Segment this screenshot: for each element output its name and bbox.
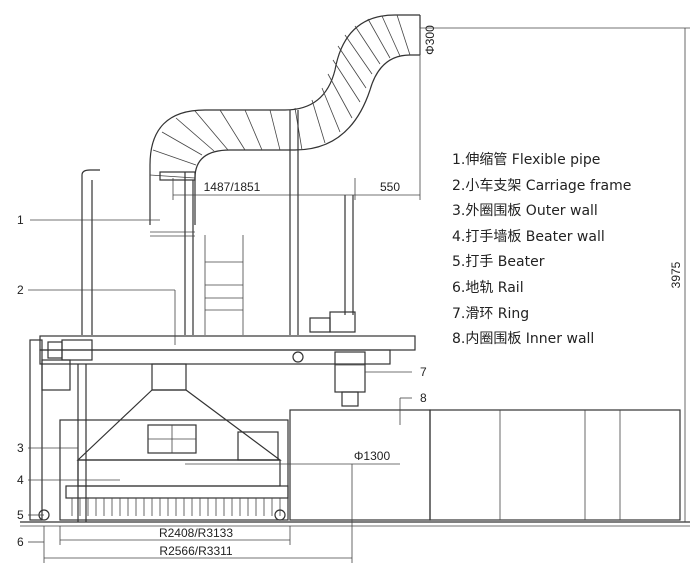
legend-item-flexible-pipe: 1.伸缩管 Flexible pipe <box>452 152 601 168</box>
slip-ring <box>334 351 366 407</box>
callout-7: 7 <box>420 365 427 379</box>
dim-offset: 550 <box>380 180 400 194</box>
walls <box>59 409 681 521</box>
legend-item-ring: 7.滑环 Ring <box>452 305 530 322</box>
dim-overall-height: 3975 <box>669 261 683 288</box>
callout-2: 2 <box>17 283 24 297</box>
dim-pipe-diameter: Φ300 <box>423 25 437 55</box>
dim-inner-radius: R2408/R3133 <box>159 526 233 540</box>
callout-3: 3 <box>17 441 24 455</box>
parts-legend: 1.伸缩管 Flexible pipe 2.小车支架 Carriage fram… <box>452 148 697 353</box>
dim-ring-diameter: Φ1300 <box>354 449 391 463</box>
callout-6: 6 <box>17 535 24 549</box>
callout-leaders <box>28 219 412 543</box>
callout-5: 5 <box>17 508 24 522</box>
legend-item-outer-wall: 3.外圈围板 Outer wall <box>452 203 598 220</box>
callout-8: 8 <box>420 391 427 405</box>
legend-item-beater-wall: 4.打手墙板 Beater wall <box>452 228 605 245</box>
dim-outer-radius: R2566/R3311 <box>159 544 232 558</box>
beater-assembly <box>38 363 289 521</box>
legend-item-rail: 6.地轨 Rail <box>452 279 524 296</box>
carriage-frame <box>29 311 416 522</box>
ground-rail <box>20 521 690 527</box>
flexible-pipe <box>149 14 421 225</box>
callout-1: 1 <box>17 213 24 227</box>
dimension-lines <box>43 27 690 563</box>
callout-4: 4 <box>17 473 24 487</box>
legend-item-carriage-frame: 2.小车支架 Carriage frame <box>452 177 632 194</box>
dim-reach: 1487/1851 <box>204 180 261 194</box>
support-posts <box>81 110 354 335</box>
legend-item-inner-wall: 8.内圈围板 Inner wall <box>452 331 595 348</box>
legend-item-beater: 5.打手 Beater <box>452 254 545 271</box>
